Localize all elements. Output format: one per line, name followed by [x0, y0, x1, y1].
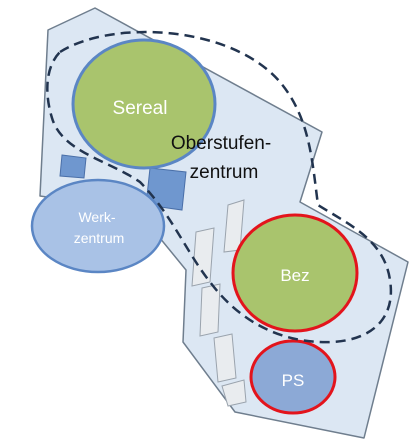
sereal-label: Sereal: [113, 98, 168, 119]
werkzentrum-circle: [30, 178, 166, 274]
werkzentrum-label-line2: zentrum: [74, 230, 125, 246]
building-block-right: [145, 167, 187, 211]
ps-circle: [249, 339, 337, 415]
oberstufenzentrum-label-line2: zentrum: [190, 162, 259, 183]
oberstufenzentrum-label-line1: Oberstufen-: [171, 133, 271, 154]
building-block-left: [59, 154, 87, 179]
werkzentrum-label-line1: Werk-: [78, 209, 115, 225]
oberstufenzentrum-outline: [46, 30, 393, 344]
sereal-circle: [71, 38, 217, 170]
bez-label: Bez: [280, 266, 309, 285]
ps-label: PS: [282, 371, 305, 390]
building-strips: [191, 199, 247, 407]
bez-circle: [231, 213, 359, 333]
